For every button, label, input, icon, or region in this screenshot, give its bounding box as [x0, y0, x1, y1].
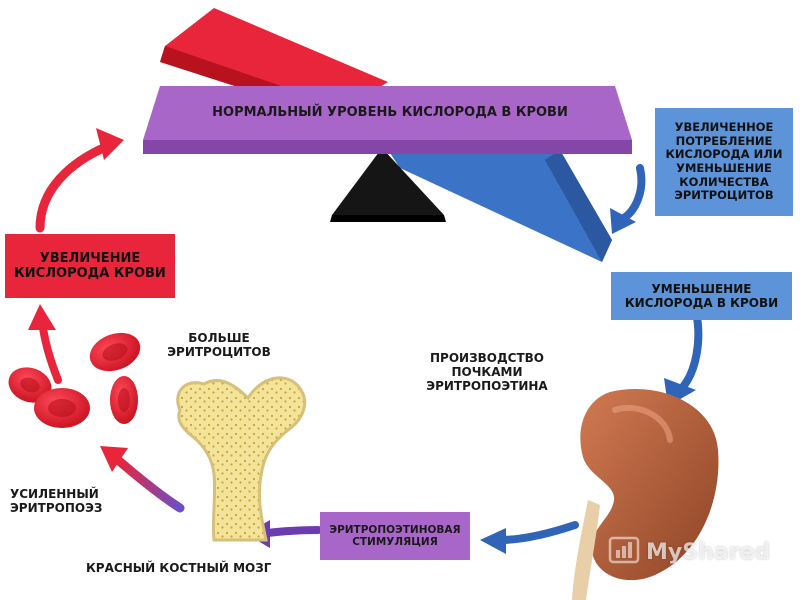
watermark: MyShared [646, 540, 771, 565]
blue-arrow-1 [620, 164, 646, 222]
fulcrum [332, 148, 444, 215]
blue-arrow-1-head [610, 208, 636, 234]
gradient-arrow [113, 455, 185, 513]
marrow-label: КРАСНЫЙ КОСТНЫЙ МОЗГ [86, 561, 272, 575]
decrease-box: УМЕНЬШЕНИЕ КИСЛОРОДА В КРОВИ [611, 272, 792, 320]
ureter [572, 500, 600, 600]
bone [176, 376, 307, 542]
erythropoiesis-label: УСИЛЕННЫЙ ЭРИТРОПОЭЗ [10, 487, 103, 515]
blue-arrow-3-head [480, 528, 506, 554]
cause-box: УВЕЛИЧЕННОЕ ПОТРЕБЛЕНИЕ КИСЛОРОДА ИЛИ УМ… [655, 108, 793, 216]
increase-box: УВЕЛИЧЕНИЕ КИСЛОРОДА КРОВИ [5, 234, 175, 298]
stimulation-box: ЭРИТРОПОЭТИНОВАЯ СТИМУЛЯЦИЯ [320, 512, 470, 560]
norm-label: НОРМАЛЬНЫЙ УРОВЕНЬ КИСЛОРОДА В КРОВИ [212, 105, 568, 121]
purple-arrow [258, 526, 322, 538]
red-blood-cells [8, 332, 141, 428]
fulcrum-base [330, 215, 446, 222]
kidney-highlight [612, 405, 673, 443]
watermark-icon [608, 536, 640, 564]
rbc-4-dimple [118, 388, 130, 412]
kidney [580, 389, 719, 581]
red-beam [160, 8, 388, 108]
blue-arrow-3 [496, 521, 579, 544]
rbc-1-dimple [102, 343, 128, 361]
red-arrow-up [35, 141, 113, 233]
blue-arrow-2 [678, 308, 703, 392]
rbc-2-dimple [20, 377, 40, 393]
rbc-3-dimple [48, 399, 76, 417]
norm-board-edge [143, 140, 632, 154]
production-label: ПРОИЗВОДСТВО ПОЧКАМИ ЭРИТРОПОЭТИНА [426, 351, 548, 393]
red-arrow-up-head [96, 128, 124, 160]
norm-board-top [143, 86, 632, 140]
more-rbc-label: БОЛЬШЕ ЭРИТРОЦИТОВ [167, 331, 271, 359]
gradient-arrow-head [100, 446, 128, 472]
red-arrow-cells-head [28, 304, 56, 330]
blue-beam-side [545, 150, 612, 262]
